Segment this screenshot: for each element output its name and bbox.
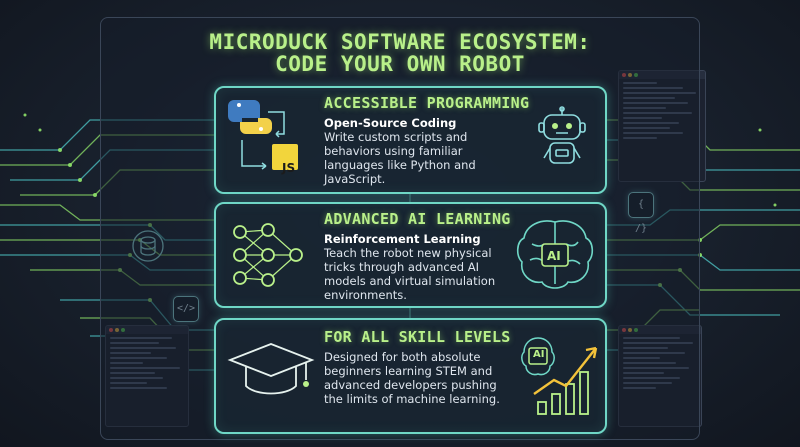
js-badge: JS — [282, 161, 296, 175]
growth-chart-icon — [521, 337, 598, 415]
graduation-cap-icon — [227, 343, 315, 395]
panel-accessible-programming: JS ACCESSIBLE PROGRAMMING Open-Source Co… — [214, 86, 607, 194]
panel-body: Write custom scripts and behaviors using… — [324, 130, 476, 186]
python-js-icon — [228, 100, 298, 170]
panel-heading: ACCESSIBLE PROGRAMMING — [324, 94, 530, 112]
ai-badge: AI — [533, 349, 545, 360]
neural-network-icon — [233, 223, 303, 287]
robot-icon — [538, 106, 586, 164]
page-title-line2: CODE YOUR OWN ROBOT — [275, 52, 525, 76]
panel-body: Teach the robot new physical tricks thro… — [324, 246, 496, 302]
panel-subheading: Open-Source Coding — [324, 116, 457, 130]
panel-body: Designed for both absolute beginners lea… — [324, 350, 500, 406]
panel-subheading: Reinforcement Learning — [324, 232, 481, 246]
ai-badge: AI — [547, 249, 561, 263]
panel-heading: ADVANCED AI LEARNING — [324, 210, 511, 228]
page-title-line1: MICRODUCK SOFTWARE ECOSYSTEM: — [209, 30, 591, 54]
panel-advanced-ai-learning: ADVANCED AI LEARNING Reinforcement Learn… — [214, 202, 607, 308]
ai-brain-icon — [516, 220, 594, 289]
panel-for-all-skill-levels: FOR ALL SKILL LEVELS Designed for both a… — [214, 318, 607, 434]
panel-heading: FOR ALL SKILL LEVELS — [324, 328, 511, 346]
